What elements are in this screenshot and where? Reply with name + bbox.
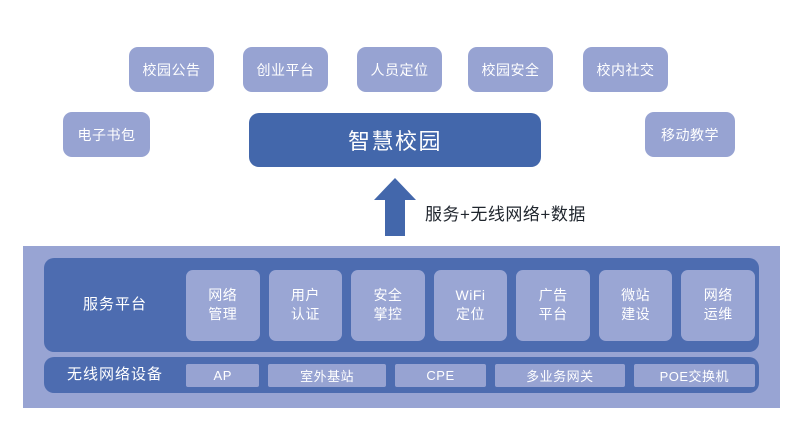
service-module-card: 网络运维 <box>681 269 756 341</box>
service-module-label-line1: 用户 <box>290 287 320 304</box>
service-module-label-line2: 管理 <box>208 306 238 322</box>
service-module-label-line2: 平台 <box>538 306 568 322</box>
wireless-device-label: 室外基站 <box>300 368 355 384</box>
application-pill: 电子书包 <box>63 112 150 157</box>
application-pill-label: 校园公告 <box>142 61 201 78</box>
application-pill-label: 创业平台 <box>256 61 315 78</box>
application-pill-label: 人员定位 <box>370 61 429 78</box>
service-module-label-line2: 掌控 <box>373 306 403 322</box>
service-module-card: 安全掌控 <box>351 269 425 341</box>
wireless-device-label: AP <box>213 367 232 383</box>
device-card-strip: AP 室外基站 CPE 多业务网关 POE交换机 <box>186 363 759 387</box>
service-module-label-line1: 微站 <box>621 287 651 304</box>
service-module-label-line1: 广告 <box>538 287 568 304</box>
service-platform-title: 服务平台 <box>82 296 147 313</box>
wireless-device-card: 室外基站 <box>268 363 386 387</box>
application-pill: 校园安全 <box>468 47 553 92</box>
service-module-card: 网络管理 <box>186 269 260 341</box>
application-pill-label: 电子书包 <box>77 126 136 143</box>
application-pill: 人员定位 <box>357 47 442 92</box>
wireless-device-card: POE交换机 <box>633 363 756 387</box>
application-pill-label: 校园安全 <box>481 61 540 78</box>
wireless-device-label: 多业务网关 <box>526 368 594 384</box>
service-module-label-line2: 运维 <box>703 306 733 322</box>
wireless-equipment-title: 无线网络设备 <box>66 366 163 383</box>
wireless-device-label: CPE <box>426 367 455 383</box>
service-module-card: 广告平台 <box>516 269 590 341</box>
application-pill: 校园公告 <box>129 47 214 92</box>
service-module-label-line1: 网络 <box>703 287 733 304</box>
service-module-label-line2: 建设 <box>621 306 651 322</box>
service-module-label-line1: 网络 <box>208 287 238 304</box>
wireless-device-label: POE交换机 <box>659 368 730 384</box>
application-pill-label: 移动教学 <box>661 126 719 143</box>
central-hub-label: 智慧校园 <box>347 129 442 154</box>
arrow-caption-label: 服务+无线网络+数据 <box>425 205 586 224</box>
central-hub-smart-campus: 智慧校园 <box>249 113 541 167</box>
wireless-device-card: AP <box>186 363 260 387</box>
service-module-card: WiFi 定位 <box>433 269 508 341</box>
wireless-device-card: CPE <box>394 363 487 387</box>
application-pill: 移动教学 <box>645 112 735 157</box>
application-pill-label: 校内社交 <box>596 61 655 78</box>
wireless-device-card: 多业务网关 <box>495 363 625 387</box>
service-module-label-line1: 安全 <box>373 287 403 304</box>
service-module-label-line1: WiFi <box>455 287 486 304</box>
wireless-equipment-layer: 无线网络设备 AP 室外基站 CPE 多业务网关 POE交换机 <box>44 357 759 393</box>
service-module-card: 用户认证 <box>268 269 343 341</box>
service-module-label-line2: 认证 <box>290 306 320 322</box>
service-module-card: 微站建设 <box>598 269 673 341</box>
service-module-label-line2: 定位 <box>456 306 486 322</box>
upward-arrow-icon <box>374 178 418 238</box>
application-pill: 校内社交 <box>583 47 668 92</box>
application-pill: 创业平台 <box>243 47 328 92</box>
